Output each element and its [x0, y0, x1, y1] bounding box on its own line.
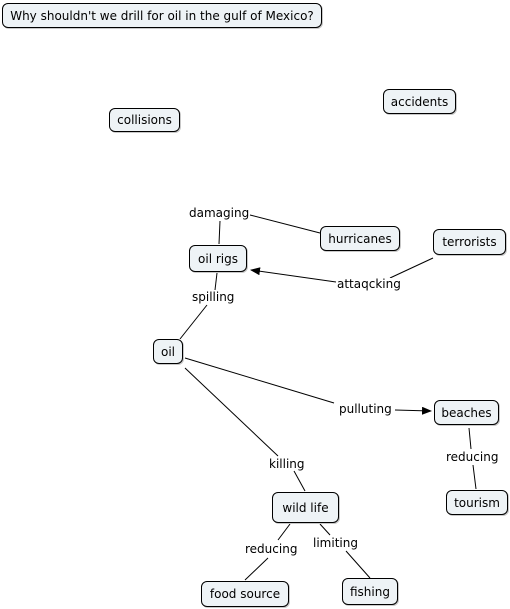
link-label-polluting: pulluting	[339, 402, 392, 416]
link-wild-life-reducing	[277, 523, 291, 541]
link-attacking-oil-rigs	[250, 267, 337, 283]
concept-food-source[interactable]: food source	[201, 581, 289, 607]
link-oil-killing	[184, 367, 279, 457]
link-damaging-hurricanes	[249, 214, 321, 234]
link-oil-rigs-spilling	[214, 272, 218, 291]
link-spilling-oil	[179, 304, 208, 340]
concept-terrorists[interactable]: terrorists	[433, 229, 506, 255]
link-terrorists-attacking	[389, 257, 434, 279]
concept-oil-rigs[interactable]: oil rigs	[189, 245, 247, 272]
concept-collisions[interactable]: collisions	[109, 108, 180, 132]
link-label-killing: killing	[269, 457, 305, 471]
link-label-limiting: limiting	[313, 536, 358, 550]
link-reducing-food-source	[244, 557, 269, 581]
link-label-spilling: spilling	[192, 290, 235, 304]
concept-accidents[interactable]: accidents	[383, 89, 456, 114]
link-beaches-reducing	[468, 427, 472, 450]
link-killing-wild-life	[293, 470, 306, 492]
concept-oil[interactable]: oil	[153, 339, 183, 364]
concept-tourism[interactable]: tourism	[446, 490, 508, 515]
link-limiting-fishing	[345, 550, 371, 579]
link-damaging-oil-rigs	[218, 220, 221, 245]
concept-fishing[interactable]: fishing	[342, 578, 398, 605]
link-label-reducing-food: reducing	[245, 542, 298, 556]
link-label-attacking: attaqcking	[337, 277, 401, 291]
link-polluting-beaches	[394, 406, 432, 415]
concept-hurricanes[interactable]: hurricanes	[320, 226, 400, 251]
link-reducing-tourism	[472, 464, 477, 490]
link-oil-polluting	[184, 357, 335, 404]
link-wild-life-limiting	[319, 523, 331, 536]
link-label-damaging: damaging	[189, 206, 250, 220]
concept-beaches[interactable]: beaches	[434, 400, 499, 425]
concept-wild-life[interactable]: wild life	[272, 492, 339, 523]
link-label-reducing-tourism: reducing	[446, 450, 499, 464]
title-node[interactable]: Why shouldn't we drill for oil in the gu…	[2, 3, 322, 28]
